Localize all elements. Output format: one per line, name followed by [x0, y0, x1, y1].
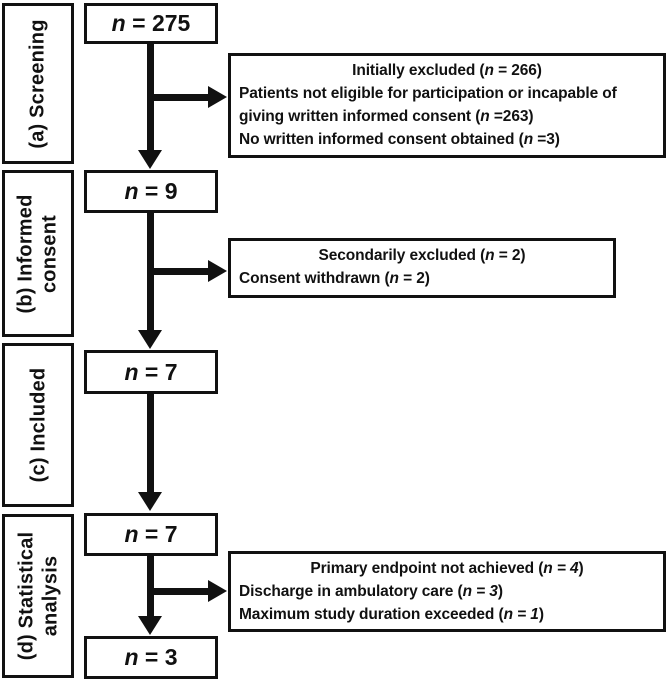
- section-box-screening: (a) Screening: [2, 3, 74, 164]
- exclusion-reason: Maximum study duration exceeded (n = 1): [239, 606, 544, 623]
- exclusion-box-informed-consent: Secondarily excluded (n = 2) Consent wit…: [228, 238, 616, 298]
- analysis-count-value: n = 7: [124, 521, 178, 547]
- arrow-analysis-branch-shaft: [147, 588, 208, 595]
- flow-box-final-count: n = 3: [84, 636, 218, 679]
- flow-box-consent-count: n = 9: [84, 170, 218, 213]
- arrow-included-down-head-icon: [138, 492, 162, 511]
- arrow-screening-branch-head-icon: [208, 86, 227, 108]
- arrow-consent-branch-head-icon: [208, 260, 227, 282]
- arrow-analysis-down-shaft: [147, 555, 154, 616]
- exclusion-reason: Patients not eligible for participation …: [239, 85, 617, 102]
- flow-box-screened-count: n = 275: [84, 3, 218, 44]
- arrow-included-down-shaft: [147, 393, 154, 492]
- exclusion-box-screening: Initially excluded (n = 266) Patients no…: [228, 53, 666, 158]
- section-label-screening: (a) Screening: [27, 18, 49, 149]
- included-count-value: n = 7: [124, 358, 178, 385]
- consent-count-value: n = 9: [124, 178, 178, 204]
- flow-box-analysis-count: n = 7: [84, 513, 218, 556]
- arrow-consent-branch-shaft: [147, 268, 208, 275]
- exclusion-reason: Consent withdrawn (n = 2): [239, 270, 430, 287]
- arrow-analysis-branch-head-icon: [208, 580, 227, 602]
- flow-box-included-count: n = 7: [84, 350, 218, 394]
- exclusion-reason: Discharge in ambulatory care (n = 3): [239, 583, 503, 600]
- exclusion-box-statistical-analysis: Primary endpoint not achieved (n = 4) Di…: [228, 551, 666, 632]
- arrow-screening-branch-shaft: [147, 94, 208, 101]
- final-count-value: n = 3: [124, 644, 178, 670]
- exclusion-reason: No written informed consent obtained (n …: [239, 131, 560, 148]
- exclusion-title: Initially excluded (n = 266): [352, 62, 542, 79]
- arrow-analysis-down-head-icon: [138, 616, 162, 635]
- section-box-included: (c) Included: [2, 343, 74, 507]
- exclusion-reason: giving written informed consent (n =263): [239, 108, 534, 125]
- exclusion-title: Primary endpoint not achieved (n = 4): [310, 560, 584, 577]
- section-label-included: (c) Included: [27, 367, 50, 483]
- arrow-consent-down-head-icon: [138, 330, 162, 349]
- screened-count-value: n = 275: [111, 10, 191, 36]
- exclusion-title: Secondarily excluded (n = 2): [318, 247, 526, 264]
- arrow-screening-down-head-icon: [138, 150, 162, 169]
